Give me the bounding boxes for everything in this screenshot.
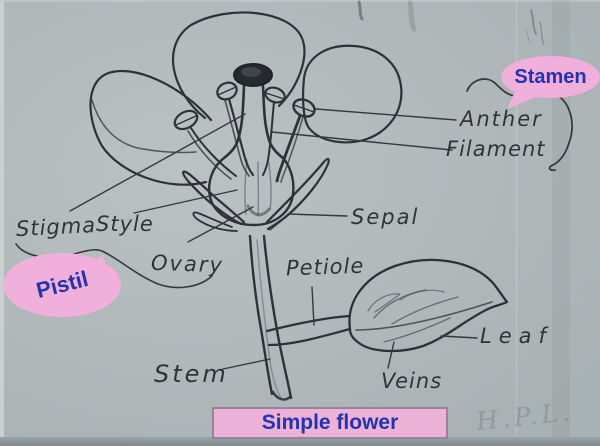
label-ovary: Ovary [150, 250, 225, 278]
pointer-anther [315, 108, 457, 121]
stem-shading [256, 239, 282, 399]
paper-edge-bottom [0, 437, 600, 446]
leaf-outline [348, 258, 509, 353]
style-left-edge [222, 84, 246, 160]
petal-right [301, 44, 403, 144]
filament-3 [262, 101, 275, 176]
stamen-callout: Stamen [501, 56, 600, 98]
leaf-vein-curl-1 [367, 293, 401, 313]
leaf-midrib [355, 301, 493, 331]
stamen-brace [466, 78, 573, 172]
pointer-stigma [69, 113, 246, 212]
petal-top [171, 11, 306, 120]
ovary-outline [208, 155, 295, 227]
pistil-callout-text: Pistil [33, 266, 91, 304]
caption-box: Simple flower [212, 407, 448, 439]
smudge-mark [539, 21, 545, 46]
sepal-left-lower [192, 211, 238, 232]
sepal-left-blade [182, 170, 246, 226]
pointer-style [133, 189, 238, 214]
smudge-mark [525, 29, 531, 44]
label-style: Style [96, 212, 154, 236]
sepal-right-inner [269, 201, 302, 231]
stem-tip [271, 390, 292, 401]
stem-left-edge [248, 234, 274, 396]
pointer-leaf [440, 335, 478, 339]
paper-shadow-band [552, 0, 570, 446]
style-right-edge [261, 84, 285, 160]
smudge-mark [407, 0, 417, 32]
label-leaf: Leaf [480, 324, 553, 348]
label-petiole: Petiole [285, 253, 365, 281]
filament-1-double [187, 130, 232, 180]
pointer-filament [271, 131, 453, 151]
pointer-sepal [287, 213, 348, 217]
leaf-vein-curl-2 [399, 289, 445, 301]
smudge-mark [357, 0, 364, 21]
petiole-bottom-edge [267, 327, 352, 347]
filament-1 [190, 127, 237, 177]
petal-left-fold [91, 99, 197, 154]
pointer-petiole [311, 286, 315, 326]
stem-right-edge [262, 234, 293, 400]
label-filament: Filament [446, 137, 546, 161]
leaf-vein-2 [391, 296, 459, 325]
anther-4-slit [293, 104, 315, 113]
pistil-callout: Pistil [3, 253, 121, 317]
label-anther: Anther [460, 107, 543, 131]
smudge-mark [530, 9, 537, 35]
filament-4-double [280, 116, 304, 183]
stigma-texture [241, 67, 261, 77]
anther-1 [173, 109, 199, 131]
anther-3-slit [265, 92, 285, 100]
anther-3 [264, 86, 286, 104]
anther-1-slit [175, 115, 197, 126]
label-stigma: Stigma [15, 212, 97, 242]
label-stem: Stem [154, 360, 229, 388]
anther-2-slit [217, 86, 237, 96]
paper-fold-line [515, 0, 518, 446]
pointer-veins [387, 341, 395, 369]
filament-2 [227, 97, 255, 177]
filament-2-double [224, 99, 250, 177]
paper-edge-left [0, 0, 4, 446]
label-sepal: Sepal [351, 205, 420, 229]
stamen-callout-text: Stamen [514, 65, 587, 88]
paper-edge-top [0, 0, 600, 2]
leaf-vein-3 [383, 317, 451, 343]
label-veins: Veins [381, 369, 443, 393]
filament-4 [275, 114, 302, 183]
pointer-stem [222, 358, 271, 370]
caption-text: Simple flower [261, 411, 399, 434]
petal-left [89, 69, 213, 186]
pointer-ovary [187, 206, 254, 243]
petiole-top-edge [265, 314, 351, 333]
